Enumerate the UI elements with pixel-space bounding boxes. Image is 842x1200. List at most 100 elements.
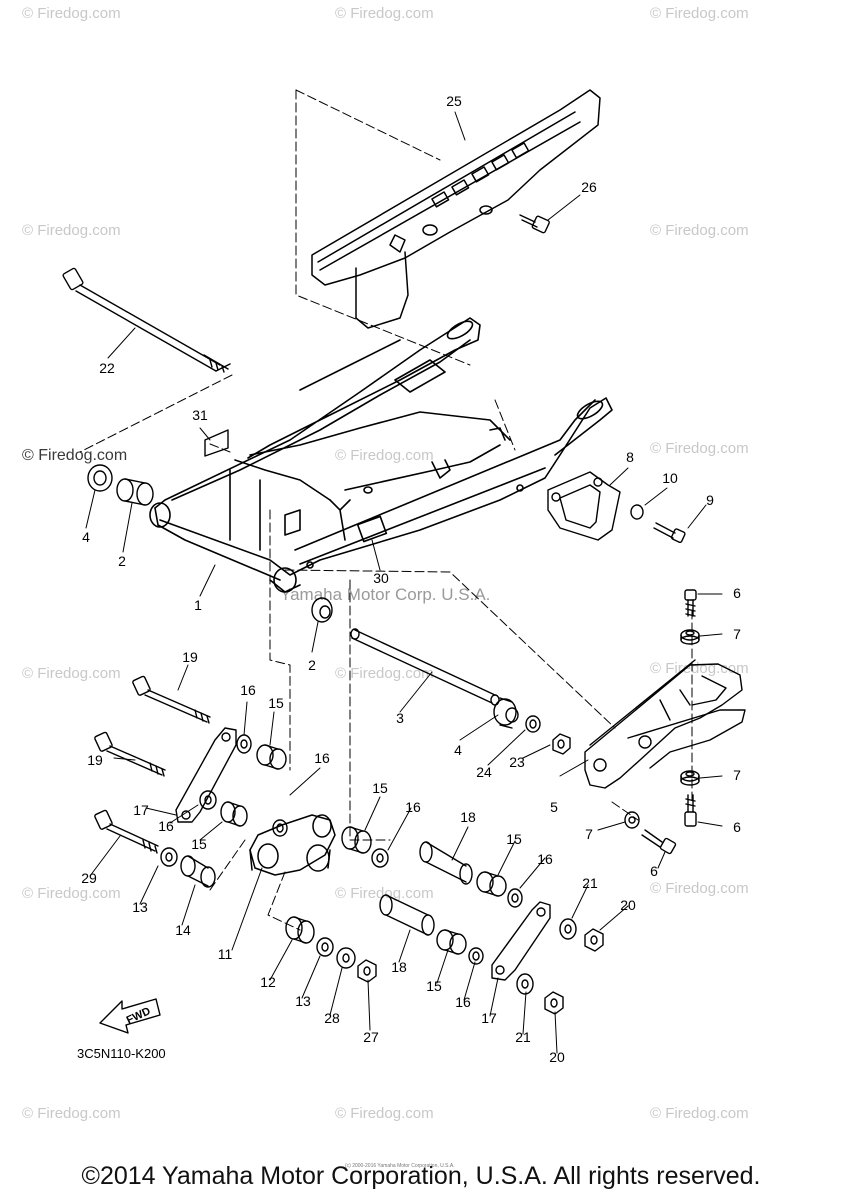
callout-16: 16 bbox=[455, 994, 471, 1010]
watermark: © Firedog.com bbox=[335, 1105, 434, 1122]
reference-line bbox=[349, 579, 391, 841]
bolt-6-right bbox=[684, 794, 697, 827]
oil-seal-4 bbox=[87, 464, 113, 492]
callout-17: 17 bbox=[481, 1010, 497, 1026]
center-watermark: Yamaha Motor Corp. U.S.A. bbox=[280, 585, 491, 604]
nut-27 bbox=[357, 959, 377, 983]
washer-16-a bbox=[236, 734, 252, 754]
callout-17: 17 bbox=[133, 802, 149, 818]
callout-18: 18 bbox=[460, 809, 476, 825]
bushing-15-d bbox=[476, 871, 507, 897]
bolt-29 bbox=[94, 809, 159, 854]
washer-21-lower bbox=[516, 973, 534, 995]
callout-21: 21 bbox=[515, 1029, 531, 1045]
callout-19: 19 bbox=[87, 752, 103, 768]
reference-line bbox=[209, 839, 246, 891]
relay-arm-11 bbox=[249, 814, 336, 876]
callout-11: 11 bbox=[217, 946, 233, 962]
callout-14: 14 bbox=[175, 922, 191, 938]
callout-6: 6 bbox=[733, 819, 741, 835]
callout-6: 6 bbox=[650, 863, 658, 879]
swingarm bbox=[149, 317, 613, 593]
washer-24 bbox=[525, 715, 541, 733]
callout-16: 16 bbox=[158, 818, 174, 834]
callout-20: 20 bbox=[620, 897, 636, 913]
callout-1: 1 bbox=[194, 597, 202, 613]
reference-line bbox=[295, 89, 471, 366]
washer-21-upper bbox=[559, 918, 577, 940]
reference-line bbox=[284, 569, 616, 729]
callout-31: 31 bbox=[192, 407, 208, 423]
callout-8: 8 bbox=[626, 449, 634, 465]
callout-4: 4 bbox=[82, 529, 90, 545]
callout-9: 9 bbox=[706, 492, 714, 508]
callout-6: 6 bbox=[733, 585, 741, 601]
leader-lines bbox=[85, 111, 723, 1054]
bolt-26 bbox=[519, 214, 550, 234]
callout-21: 21 bbox=[582, 875, 598, 891]
washer-13-a bbox=[160, 847, 178, 867]
watermark: © Firedog.com bbox=[650, 222, 749, 239]
callout-7: 7 bbox=[585, 826, 593, 842]
watermark: © Firedog.com bbox=[22, 447, 128, 464]
callout-2: 2 bbox=[118, 553, 126, 569]
callout-12: 12 bbox=[260, 974, 276, 990]
bushing-2 bbox=[116, 478, 154, 506]
label-31 bbox=[204, 429, 229, 457]
callout-22: 22 bbox=[99, 360, 115, 376]
washer-16-e bbox=[507, 888, 523, 908]
nut-20-upper bbox=[584, 928, 604, 952]
bolt-19-lower bbox=[94, 731, 166, 777]
washer-13-b bbox=[316, 937, 334, 957]
watermark: © Firedog.com bbox=[335, 885, 434, 902]
washer-16-b bbox=[199, 790, 217, 810]
callout-13: 13 bbox=[295, 993, 311, 1009]
callout-29: 29 bbox=[81, 870, 97, 886]
watermark: © Firedog.com bbox=[22, 1105, 121, 1122]
callout-25: 25 bbox=[446, 93, 462, 109]
watermark: © Firedog.com bbox=[650, 880, 749, 897]
nut-23 bbox=[552, 733, 571, 755]
washer-16-d bbox=[371, 848, 389, 868]
bolt-6-top bbox=[684, 589, 697, 617]
watermark: © Firedog.com bbox=[22, 222, 121, 239]
callout-15: 15 bbox=[268, 695, 284, 711]
callout-18: 18 bbox=[391, 959, 407, 975]
watermark: © Firedog.com bbox=[650, 660, 749, 677]
collar-14 bbox=[180, 855, 216, 888]
bushing-15-e bbox=[436, 929, 467, 955]
bolt-9 bbox=[653, 522, 686, 544]
watermark: © Firedog.com bbox=[650, 1105, 749, 1122]
callout-5: 5 bbox=[550, 799, 558, 815]
reference-line bbox=[267, 871, 301, 931]
relay-arm-17-right bbox=[491, 901, 551, 981]
chain-puller bbox=[584, 659, 746, 789]
callout-4: 4 bbox=[454, 742, 462, 758]
watermark: © Firedog.com bbox=[22, 5, 121, 22]
watermark: © Firedog.com bbox=[22, 885, 121, 902]
callout-28: 28 bbox=[324, 1010, 340, 1026]
callout-24: 24 bbox=[476, 764, 492, 780]
callout-27: 27 bbox=[363, 1029, 379, 1045]
callout-15: 15 bbox=[506, 831, 522, 847]
collar-3 bbox=[350, 628, 500, 706]
watermark: © Firedog.com bbox=[650, 5, 749, 22]
nut-20-lower bbox=[544, 991, 564, 1015]
callout-23: 23 bbox=[509, 754, 525, 770]
diagram-code: 3C5N110-K200 bbox=[77, 1046, 166, 1061]
bolt-6-left bbox=[641, 829, 677, 855]
reference-line bbox=[295, 89, 441, 161]
washer-16-f bbox=[468, 947, 484, 965]
reference-line bbox=[494, 399, 516, 451]
watermark: © Firedog.com bbox=[650, 440, 749, 457]
bushing-15-a bbox=[256, 744, 287, 770]
copyright-footer: ©2014 Yamaha Motor Corporation, U.S.A. A… bbox=[81, 1162, 761, 1190]
callout-16: 16 bbox=[405, 799, 421, 815]
watermark: © Firedog.com bbox=[335, 5, 434, 22]
callout-16: 16 bbox=[314, 750, 330, 766]
callout-16: 16 bbox=[240, 682, 256, 698]
protector-plate bbox=[547, 471, 621, 541]
forward-arrow-icon bbox=[99, 998, 161, 1034]
washer-7-left bbox=[624, 811, 640, 829]
